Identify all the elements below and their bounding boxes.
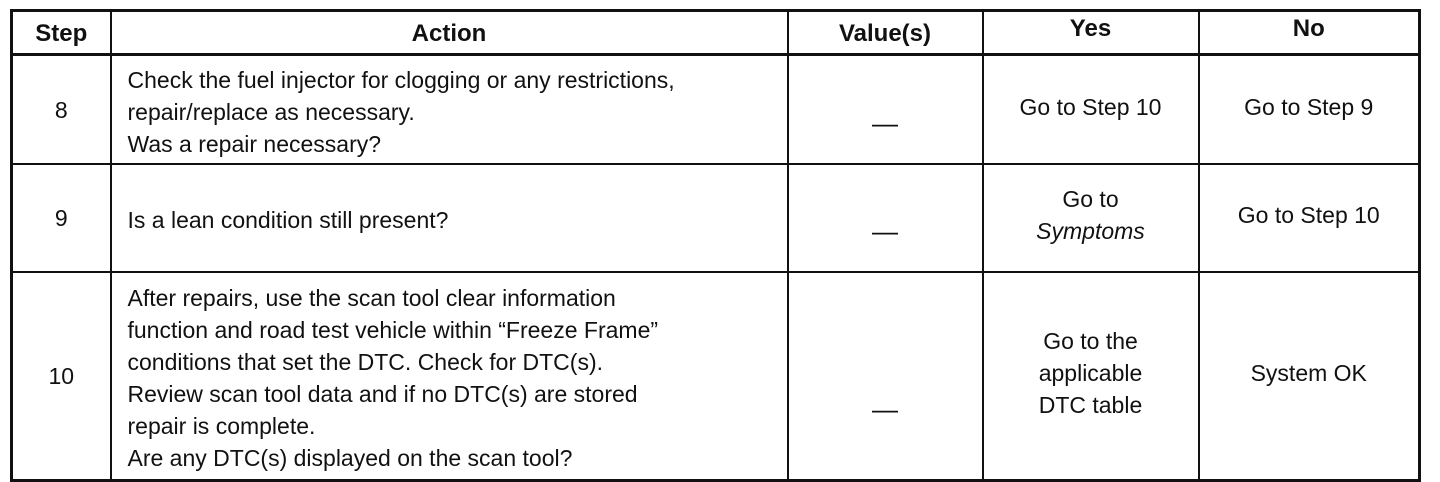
step-number: 9	[10, 163, 112, 273]
action-text: Is a lean condition still present?	[109, 163, 789, 273]
table-row-step-8: 8 Check the fuel injector for clogging o…	[10, 53, 1421, 165]
table-row-step-10: 10 After repairs, use the scan tool clea…	[10, 271, 1421, 482]
action-text: After repairs, use the scan tool clear i…	[109, 271, 789, 482]
symptoms-reference: Symptoms	[1036, 218, 1145, 244]
step-number: 8	[10, 53, 112, 165]
header-no: No	[1197, 9, 1421, 56]
diagnostic-table: Step Action Value(s) Yes No 8 Check the …	[10, 9, 1421, 482]
no-result: System OK	[1197, 271, 1421, 482]
header-values: Value(s)	[786, 9, 984, 56]
header-row: Step Action Value(s) Yes No	[10, 9, 1421, 56]
header-action: Action	[109, 9, 789, 56]
action-text: Check the fuel injector for clogging or …	[109, 53, 789, 165]
table-row-step-9: 9 Is a lean condition still present? — G…	[10, 163, 1421, 273]
yes-result: Go to Symptoms	[981, 163, 1200, 273]
yes-result: Go to Step 10	[981, 53, 1200, 165]
value-cell: —	[786, 53, 984, 165]
yes-result: Go to the applicable DTC table	[981, 271, 1200, 482]
header-step: Step	[10, 9, 112, 56]
no-result: Go to Step 10	[1197, 163, 1421, 273]
header-yes: Yes	[981, 9, 1200, 56]
value-cell: —	[786, 271, 984, 482]
value-cell: —	[786, 163, 984, 273]
no-result: Go to Step 9	[1197, 53, 1421, 165]
step-number: 10	[10, 271, 112, 482]
